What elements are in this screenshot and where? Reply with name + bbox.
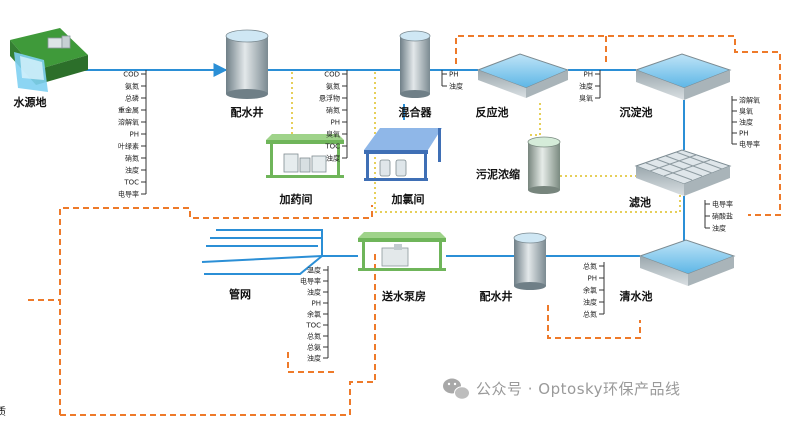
water-source-illustration [10, 28, 88, 92]
left-edge-text: 质 [0, 406, 6, 418]
label-water-source: 水源地 [14, 95, 47, 109]
param-label: 硝酸盐 [712, 212, 733, 221]
param-label: 溶解氧 [118, 118, 139, 127]
label-mixer: 混合器 [399, 105, 433, 119]
dosing-room [266, 134, 344, 178]
param-label: 臭氧 [326, 130, 340, 139]
param-label: 总氮 [583, 310, 597, 319]
pipe-network [201, 229, 323, 275]
param-label: 电导率 [118, 190, 139, 199]
param-label: PH [588, 275, 598, 283]
clear-water-tank [638, 239, 736, 286]
param-label: 电导率 [300, 277, 321, 286]
param-label: 臭氧 [739, 107, 753, 116]
distribution-well-2-tank [513, 232, 547, 290]
label-sludge-thickening: 污泥浓缩 [476, 167, 520, 181]
param-label: PH [312, 300, 322, 308]
watermark-text: 公众号 · Optosky环保产品线 [476, 380, 681, 398]
label-sedimentation-tank: 沉淀池 [620, 105, 653, 119]
chlorination-room [364, 128, 442, 181]
param-label: PH [130, 131, 140, 139]
param-label: 电导率 [739, 140, 760, 149]
param-label: TOC [123, 179, 139, 187]
param-label: 硝氮 [326, 106, 340, 115]
label-distribution-well-2: 配水井 [480, 289, 513, 303]
param-label: 溶解氧 [739, 96, 760, 105]
param-label: 臭氧 [579, 94, 593, 103]
label-distribution-well-1: 配水井 [231, 105, 264, 119]
feedback-loop-mid [59, 205, 373, 415]
feedback-loop-pump [287, 352, 334, 373]
param-label: PH [739, 130, 749, 138]
param-label: 总磷 [125, 94, 139, 103]
param-label: COD [324, 71, 340, 79]
param-label: 浊度 [712, 224, 726, 233]
label-dosing-room: 加药间 [279, 192, 313, 206]
param-label: 余氯 [583, 286, 597, 295]
feedback-loop-clear [547, 305, 641, 339]
param-label: 浊度 [307, 288, 321, 297]
param-label: 浊度 [579, 82, 593, 91]
param-label: 浊度 [739, 118, 753, 127]
param-label: 总氮 [583, 262, 597, 271]
feedback-loop-bottom [60, 250, 376, 416]
label-pump-house: 送水泵房 [381, 289, 426, 303]
param-label: 余氯 [307, 310, 321, 319]
reaction-tank [476, 53, 570, 98]
label-reaction-tank: 反应池 [476, 105, 509, 119]
param-label: 悬浮物 [319, 94, 340, 103]
param-label: 氨氮 [125, 82, 139, 91]
param-label: 总氮 [307, 332, 321, 341]
param-label: PH [331, 119, 341, 127]
param-label: TOC [324, 143, 340, 151]
param-label: 氨氮 [326, 82, 340, 91]
pump-house [358, 232, 446, 271]
param-label: 浊度 [326, 154, 340, 163]
wechat-icon [443, 378, 470, 400]
param-label: PH [449, 71, 459, 79]
flow-lines [82, 63, 685, 257]
param-label: PH [584, 71, 594, 79]
watermark: 公众号 · Optosky环保产品线 [443, 378, 681, 400]
feedback-loop-top [455, 35, 781, 216]
parameter-lists: COD氨氮总磷重金属溶解氧PH叶绿素硝氮浊度TOC电导率COD氨氮悬浮物硝氮PH… [118, 70, 760, 363]
sludge-thickening-tank [527, 136, 561, 194]
sedimentation-tank [634, 53, 732, 100]
param-label: 叶绿素 [118, 142, 139, 151]
param-list-mixer-out: PH 浊度 [441, 70, 463, 91]
label-clear-water-tank: 清水池 [620, 289, 653, 303]
param-label: 浊度 [583, 298, 597, 307]
label-filter-tank: 滤池 [629, 195, 651, 209]
label-pipe-network: 管网 [229, 287, 251, 301]
param-label: 重金属 [118, 106, 139, 115]
param-label: 硝氮 [125, 154, 139, 163]
param-label: COD [123, 71, 139, 79]
param-label: 温度 [307, 266, 321, 275]
param-label: 浊度 [307, 354, 321, 363]
dosing-line-3 [528, 103, 541, 136]
param-label: 浊度 [125, 166, 139, 175]
distribution-well-1-tank [225, 29, 269, 99]
param-label: 总氨 [307, 343, 321, 352]
param-label: TOC [305, 322, 321, 330]
label-chlorination-room: 加氯间 [391, 192, 425, 206]
filter-tank [634, 149, 732, 196]
param-label: 电导率 [712, 200, 733, 209]
feedback-loops [28, 35, 781, 416]
dosing-lines [291, 72, 681, 213]
param-label: 浊度 [449, 82, 463, 91]
mixer-tank [399, 30, 431, 98]
